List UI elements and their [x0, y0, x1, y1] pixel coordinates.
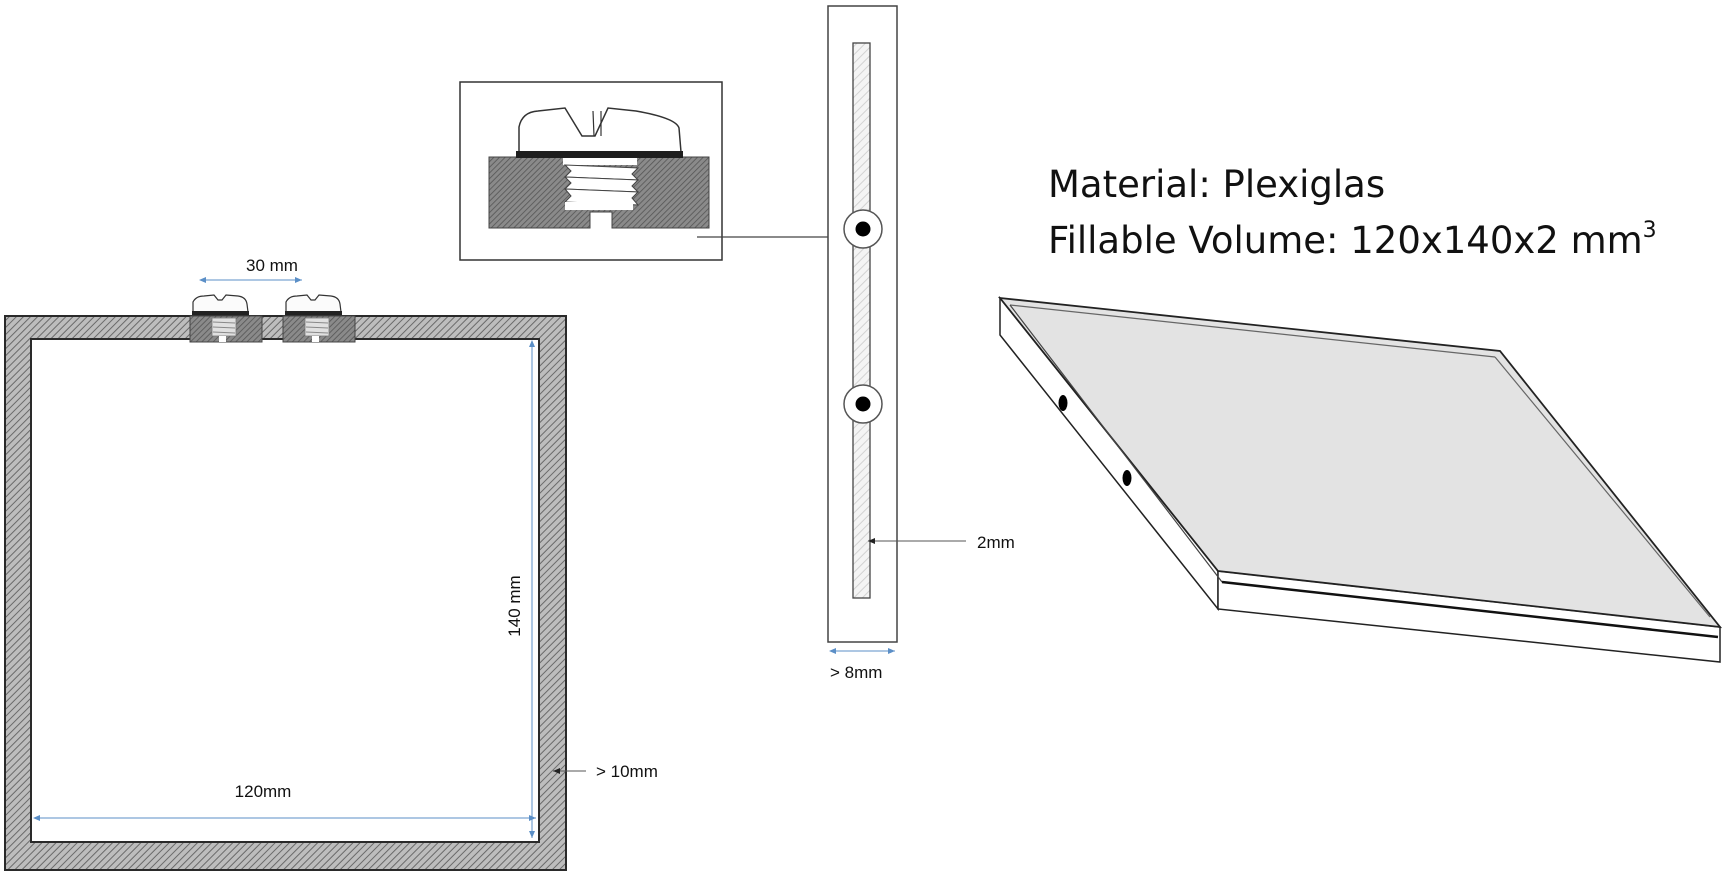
width-label: 120mm	[235, 782, 292, 801]
wall-thickness-label: > 10mm	[596, 762, 658, 781]
front-view: 30 mm 140 mm 120mm > 10mm	[4, 256, 658, 871]
gap-label: 2mm	[977, 533, 1015, 552]
height-label: 140 mm	[505, 575, 524, 636]
side-screw-1	[843, 209, 883, 249]
material-line: Material: Plexiglas	[1048, 163, 1385, 206]
screw-2	[282, 294, 356, 343]
plate-hole-2	[1122, 470, 1132, 486]
isometric-plate	[997, 295, 1723, 663]
frame-wall	[4, 315, 567, 871]
side-view: 2mm > 8mm	[827, 5, 1015, 682]
volume-line: Fillable Volume: 120x140x2 mm3	[1048, 218, 1657, 262]
thickness-label: > 8mm	[830, 663, 882, 682]
spec-text: Material: Plexiglas Fillable Volume: 120…	[1048, 163, 1657, 262]
plate-top-face	[997, 296, 1723, 629]
side-cavity	[852, 42, 871, 599]
detail-view	[459, 81, 843, 261]
side-screw-2	[843, 384, 883, 424]
plate-hole-1	[1058, 395, 1068, 411]
screw-1	[189, 294, 263, 343]
volume-value: Fillable Volume: 120x140x2 mm	[1048, 219, 1643, 262]
screw-spacing-label: 30 mm	[246, 256, 298, 275]
volume-exponent: 3	[1643, 218, 1657, 243]
